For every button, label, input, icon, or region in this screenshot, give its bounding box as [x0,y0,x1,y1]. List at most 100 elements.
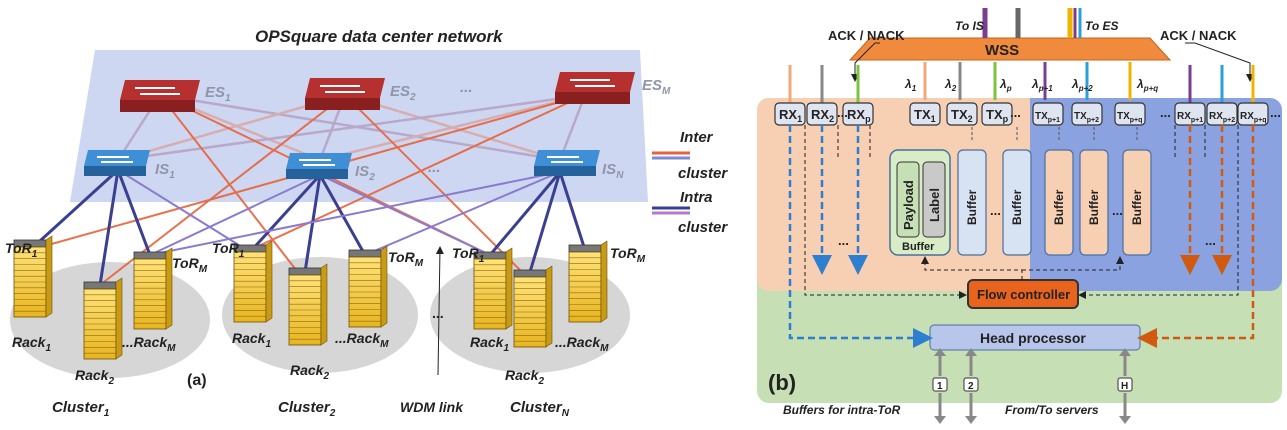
tor-label-c2-first: ToR1 [212,240,245,260]
tor-label-c3-first: ToR1 [452,245,485,265]
es-ellipsis: ... [460,79,473,96]
es-label-2: ES2 [390,83,416,103]
label-text: Label [927,188,942,222]
svg-text:...RackM: ...RackM [335,330,389,350]
svg-text:λ1: λ1 [904,77,917,93]
rack-stack [513,265,553,348]
intra-links [28,168,587,286]
es-switch-2 [305,78,385,110]
rx-right-box-1: RXp+1 [1174,102,1206,126]
ack-right: ACK / NACK [1160,28,1237,43]
buffer-box: Buffer [957,127,987,256]
svg-text:Buffer: Buffer [1010,189,1024,225]
panel-a-label: (a) [187,372,207,389]
svg-text:Rack1: Rack1 [232,330,271,350]
legend-inter-2: cluster [678,165,728,182]
cluster-label-2: Cluster2 [278,399,336,419]
wdm-label: WDM link [400,399,464,415]
svg-text:TXp+1: TXp+1 [1035,111,1060,124]
svg-text:...RackM: ...RackM [555,334,609,354]
is-ellipsis: ... [428,159,441,176]
buffers-intra-label: Buffers for intra-ToR [783,403,901,417]
svg-text:λp+2: λp+2 [1071,77,1093,93]
legend-intra-2: cluster [678,219,728,236]
svg-text:...RackM: ...RackM [122,334,176,354]
rack-labels: Rack1 Rack2 ...RackM Rack1 Rack2 ...Rack… [12,330,609,387]
rack-stack [133,247,173,330]
svg-text:TXp+2: TXp+2 [1074,111,1099,124]
tx-box-4: TXp+1 [1032,102,1064,126]
legend-inter-1: Inter [680,129,714,146]
rack-stack [348,245,388,328]
panel-a: OPSquare data center network [5,27,728,419]
tor-label-c3-last: ToRM [610,245,646,265]
wss-label: WSS [985,42,1019,59]
is-label-2: IS2 [355,163,375,183]
svg-text:Rack1: Rack1 [12,334,51,354]
racks [13,235,608,360]
flow-controller-label: Flow controller [977,287,1070,302]
svg-text:λp+1: λp+1 [1031,77,1053,93]
svg-text:2: 2 [968,381,974,392]
svg-text:RXp+2: RXp+2 [1209,111,1235,124]
svg-text:RX1: RX1 [779,107,802,124]
buffer-box: Buffer [1122,127,1152,256]
payload-box [896,161,920,238]
to-is-label: To IS [955,19,984,33]
svg-text:Rack2: Rack2 [75,367,114,387]
svg-text:RXp+q: RXp+q [1240,111,1267,124]
svg-text:TX1: TX1 [914,107,936,124]
rx-box-3: RXp [842,102,874,126]
tx-box-3: TXp [981,102,1013,126]
network-title: OPSquare data center network [255,27,504,46]
ports: 1 2 H [932,348,1133,424]
control-dashes [804,125,1239,299]
svg-text:RXp: RXp [847,107,871,124]
panel-b: WSS To IS To ES ACK / NACK ACK / NACK λ1… [757,8,1282,424]
svg-text:Rack2: Rack2 [505,367,544,387]
rack-stack [83,277,123,360]
svg-text:TXp: TXp [986,107,1009,124]
es-label-1: ES1 [205,84,231,104]
switch-arrows-icon [135,87,180,95]
buffer-box: Buffer [1079,127,1109,256]
cluster-ellipsis: ... [432,305,444,321]
rack-stack [473,247,513,330]
svg-text:λp+q: λp+q [1136,77,1158,93]
ack-left: ACK / NACK [828,28,905,43]
payload-text: Payload [901,180,916,230]
ellipsis: ... [1160,105,1171,120]
svg-text:TX2: TX2 [951,107,973,124]
ellipsis: ... [838,233,849,248]
svg-text:1: 1 [937,381,943,392]
rack-stack [13,235,53,318]
wdm-arrow [435,246,444,376]
es-label-m: ESM [642,77,671,97]
is-switch-n [534,150,600,176]
svg-text:TXp+q: TXp+q [1117,111,1142,124]
rx-box-1: RX1 [774,102,806,126]
rack-stack [233,240,273,323]
cluster-label-n: ClusterN [510,399,570,419]
es-switch-1 [120,80,200,112]
ellipsis: ... [1010,105,1021,120]
rx-right-box-2: RXp+2 [1206,102,1238,126]
wavelength-labels: λ1 λ2 λp λp+1 λp+2 λp+q [904,77,1158,93]
svg-text:Rack1: Rack1 [470,334,509,354]
label-box [922,161,946,238]
tor-label-c1-last: ToRM [172,255,208,275]
legend-intra-1: Intra [680,189,713,206]
ellipsis: ... [1112,203,1123,218]
tor-label-c2-last: ToRM [388,249,424,269]
routing-dashes [788,125,1255,348]
ellipsis: ... [837,105,848,120]
is-switch-2 [286,153,352,179]
wss-block [848,37,1172,61]
buffer-box: Buffer [1044,127,1074,256]
tx-box-6: TXp+q [1114,102,1146,126]
to-es-label: To ES [1085,19,1119,33]
svg-text:RX2: RX2 [811,107,834,124]
blue-region [1037,98,1282,291]
